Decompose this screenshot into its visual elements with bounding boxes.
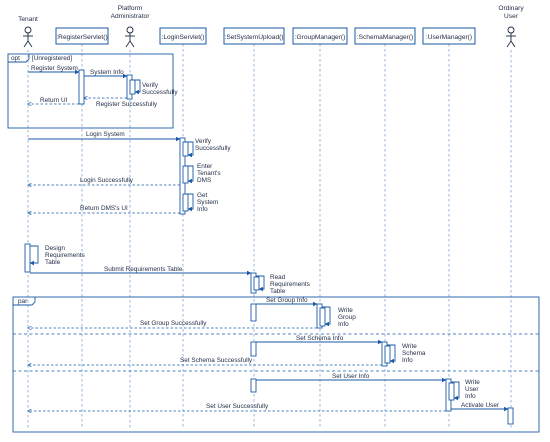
message-read-requirements-table-arrow	[256, 275, 265, 292]
actor-platform-admin: Platform Administrator	[111, 5, 151, 48]
object-user-manager-label: :UserManager()	[426, 34, 472, 41]
actor-ordinary-user: Ordinary User	[498, 5, 524, 48]
activation-set-system-upload-schema	[250, 341, 257, 357]
message-write-user-info-line-3: Info	[465, 393, 476, 400]
message-write-schema-info-arrow	[387, 344, 396, 364]
message-set-group-info: Set Group Info	[266, 297, 308, 304]
object-register-servlet: :RegisterServlet()	[55, 27, 109, 45]
actor-tenant-icon	[23, 26, 33, 48]
activation-login-servlet-verify	[182, 141, 189, 157]
par-fragment: par	[12, 296, 540, 433]
message-login-successfully: Login Successfully	[80, 177, 134, 184]
object-login-servlet: :LoginServlet()	[159, 27, 207, 45]
activation-group-manager-self	[319, 307, 326, 327]
message-read-requirements-table-line-2: Requirements	[270, 281, 310, 288]
activation-tenant	[24, 243, 31, 273]
message-register-successfully: Register Successfully	[96, 101, 158, 108]
message-set-schema-info: Set Schema Info	[296, 335, 344, 342]
message-enter-tenants-dms-arrow	[185, 165, 194, 184]
message-set-user-info: Set User Info	[332, 373, 370, 380]
message-set-user-successfully: Set User Successfully	[206, 403, 269, 410]
actor-tenant: Tenant	[18, 16, 38, 48]
message-enter-tenants-dms-line-2: Tenant's	[197, 170, 221, 177]
message-return-ui: Return UI	[40, 97, 68, 104]
object-group-manager-label: :GroupManager()	[295, 34, 346, 41]
message-read-requirements-table-line-3: Table	[270, 288, 286, 295]
message-write-user-info-line-2: User	[465, 386, 479, 393]
actor-platform-admin-label-1: Platform	[118, 5, 143, 12]
par-fragment-label: par	[18, 298, 28, 305]
message-write-user-info-line-1: Write	[465, 379, 480, 386]
actor-platform-admin-label-2: Administrator	[111, 13, 151, 20]
message-return-dms-ui: Return DMS's UI	[80, 205, 128, 212]
activation-platform-admin-self	[129, 79, 136, 95]
opt-fragment-guard: [Unregistered]	[32, 55, 72, 62]
message-register-system: Register System	[31, 65, 78, 72]
message-design-requirements-table-line-3: Table	[45, 259, 61, 266]
activation-user-manager-self	[448, 382, 455, 401]
message-design-requirements-table-line-2: Requirements	[45, 252, 85, 259]
message-write-user-info-arrow	[451, 381, 460, 401]
message-enter-tenants-dms-line-3: DMS	[197, 177, 211, 184]
opt-fragment-label: opt	[11, 55, 20, 62]
message-verify-successfully-1-line-1: Verify	[142, 82, 159, 89]
message-verify-successfully-2-arrow	[185, 141, 194, 158]
message-write-schema-info-line-3: Info	[402, 357, 413, 364]
object-schema-manager-label: :SchemaManager()	[357, 34, 413, 41]
object-schema-manager: :SchemaManager()	[354, 27, 416, 45]
object-set-system-upload-label: :SetSystemUpload()	[225, 34, 284, 41]
activation-set-system-upload-user	[250, 378, 257, 393]
message-design-requirements-table-line-1: Design	[45, 245, 65, 252]
message-write-group-info-line-3: Info	[338, 321, 349, 328]
message-verify-successfully-1-line-2: Successfully	[142, 89, 178, 96]
message-verify-successfully-2-line-2: Successfully	[195, 145, 231, 152]
actor-tenant-label: Tenant	[18, 16, 38, 23]
message-verify-successfully-1-arrow	[132, 79, 141, 95]
message-read-requirements-table-line-1: Read	[270, 274, 286, 281]
message-verify-successfully-2-line-1: Verify	[195, 138, 212, 145]
message-write-group-info-line-1: Write	[338, 307, 353, 314]
actor-ordinary-user-label-2: User	[504, 13, 519, 20]
activation-login-servlet-get	[182, 193, 189, 212]
message-login-system: Login System	[86, 131, 125, 138]
object-set-system-upload: :SetSystemUpload()	[223, 27, 285, 45]
message-get-system-info-line-1: Get	[197, 192, 208, 199]
message-activate-user: Activate User	[461, 402, 500, 409]
object-group-manager: :GroupManager()	[292, 27, 348, 45]
activation-set-system-upload-self	[253, 276, 260, 291]
message-set-group-successfully: Set Group Successfully	[140, 320, 207, 327]
activation-register-servlet	[78, 69, 85, 105]
opt-fragment: opt [Unregistered]	[7, 53, 174, 129]
message-write-group-info-line-2: Group	[338, 314, 356, 321]
activation-ordinary-user	[507, 407, 514, 425]
message-system-info: System Info	[90, 69, 124, 76]
actor-ordinary-user-label-1: Ordinary	[498, 5, 524, 12]
object-user-manager: :UserManager()	[422, 27, 476, 45]
message-write-group-info-arrow	[322, 306, 331, 327]
activation-schema-manager-self	[384, 345, 391, 364]
message-submit-requirements-table: Submit Requirements Table	[104, 266, 183, 273]
actor-ordinary-user-icon	[506, 26, 516, 48]
message-write-schema-info-line-1: Write	[402, 343, 417, 350]
message-write-schema-info-line-2: Schema	[402, 350, 426, 357]
message-get-system-info-line-2: System	[197, 199, 218, 206]
activation-login-servlet-enter	[182, 165, 189, 184]
actor-platform-admin-icon	[125, 26, 135, 48]
message-get-system-info-arrow	[185, 193, 194, 212]
message-enter-tenants-dms-line-1: Enter	[197, 163, 213, 170]
message-design-requirements-table-arrow	[29, 245, 39, 266]
object-register-servlet-label: :RegisterServlet()	[56, 34, 107, 41]
message-get-system-info-line-3: Info	[197, 206, 208, 213]
activation-set-system-upload-group	[250, 303, 257, 322]
object-login-servlet-label: :LoginServlet()	[162, 34, 205, 41]
message-set-schema-successfully: Set Schema Successfully	[180, 357, 253, 364]
